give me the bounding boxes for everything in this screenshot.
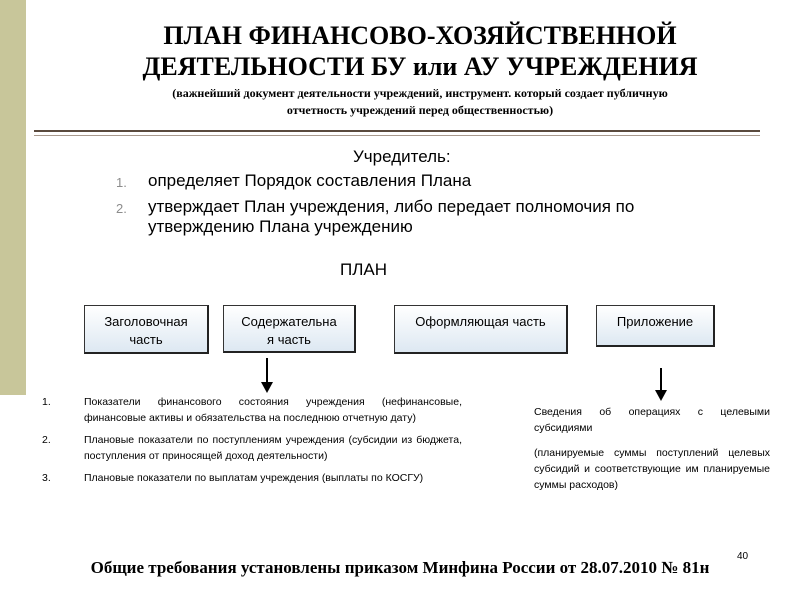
part-header-box: Заголовочная часть <box>84 305 209 354</box>
content-item: 1. Показатели финансового состояния учре… <box>34 394 462 426</box>
content-item-text: Показатели финансового состояния учрежде… <box>84 396 462 424</box>
part-appendix-box: Приложение <box>596 305 715 347</box>
plan-label: ПЛАН <box>340 260 387 279</box>
content-item: 2. Плановые показатели по поступлениям у… <box>34 432 462 464</box>
title-line-2: ДЕЯТЕЛЬНОСТИ БУ или АУ УЧРЕЖДЕНИЯ <box>142 52 698 81</box>
content-arrow-icon <box>261 358 273 393</box>
part-content-line-2: я часть <box>267 332 311 347</box>
founder-item: 2. утверждает План учреждения, либо пере… <box>116 197 716 237</box>
part-formatting-line-1: Оформляющая часть <box>415 314 546 329</box>
content-item-text: Плановые показатели по выплатам учрежден… <box>84 472 424 484</box>
founder-item: 1. определяет Порядок составления Плана <box>116 171 716 193</box>
title-divider-thin <box>34 135 760 136</box>
slide-title: ПЛАН ФИНАНСОВО-ХОЗЯЙСТВЕННОЙ ДЕЯТЕЛЬНОСТ… <box>40 20 800 82</box>
subtitle-line-2: отчетность учреждений перед общественнос… <box>286 103 554 117</box>
appendix-arrow-icon <box>655 368 667 401</box>
left-accent-bar <box>0 0 26 395</box>
part-header-line-2: часть <box>129 332 163 347</box>
part-appendix-line-1: Приложение <box>616 314 694 329</box>
founder-item-text: утверждает План учреждения, либо передае… <box>148 197 635 236</box>
appendix-description: Сведения об операциях с целевыми субсиди… <box>534 406 770 434</box>
part-content-box: Содержательна я часть <box>223 305 356 353</box>
founder-list: 1. определяет Порядок составления Плана … <box>116 171 716 241</box>
content-item: 3. Плановые показатели по выплатам учреж… <box>34 470 462 486</box>
content-item-number: 2. <box>42 434 51 446</box>
slide-number: 40 <box>737 551 749 562</box>
title-line-1: ПЛАН ФИНАНСОВО-ХОЗЯЙСТВЕННОЙ <box>163 21 677 50</box>
subtitle-line-1: (важнейший документ деятельности учрежде… <box>172 86 668 100</box>
founder-item-number: 2. <box>116 201 127 216</box>
part-content-line-1: Содержательна <box>241 314 337 329</box>
founder-item-number: 1. <box>116 175 127 190</box>
content-item-number: 3. <box>42 472 51 484</box>
title-divider-thick <box>34 130 760 132</box>
part-header-line-1: Заголовочная <box>104 314 188 329</box>
part-formatting-box: Оформляющая часть <box>394 305 568 354</box>
content-item-text: Плановые показатели по поступлениям учре… <box>84 434 462 462</box>
appendix-details: (планируемые суммы поступлений целевых с… <box>534 447 770 491</box>
content-item-number: 1. <box>42 396 51 408</box>
slide-subtitle: (важнейший документ деятельности учрежде… <box>40 85 800 119</box>
founder-heading: Учредитель: <box>353 147 451 166</box>
footer-note: Общие требования установлены приказом Ми… <box>90 558 710 577</box>
content-items-list: 1. Показатели финансового состояния учре… <box>34 394 462 492</box>
founder-item-text: определяет Порядок составления Плана <box>148 171 472 190</box>
